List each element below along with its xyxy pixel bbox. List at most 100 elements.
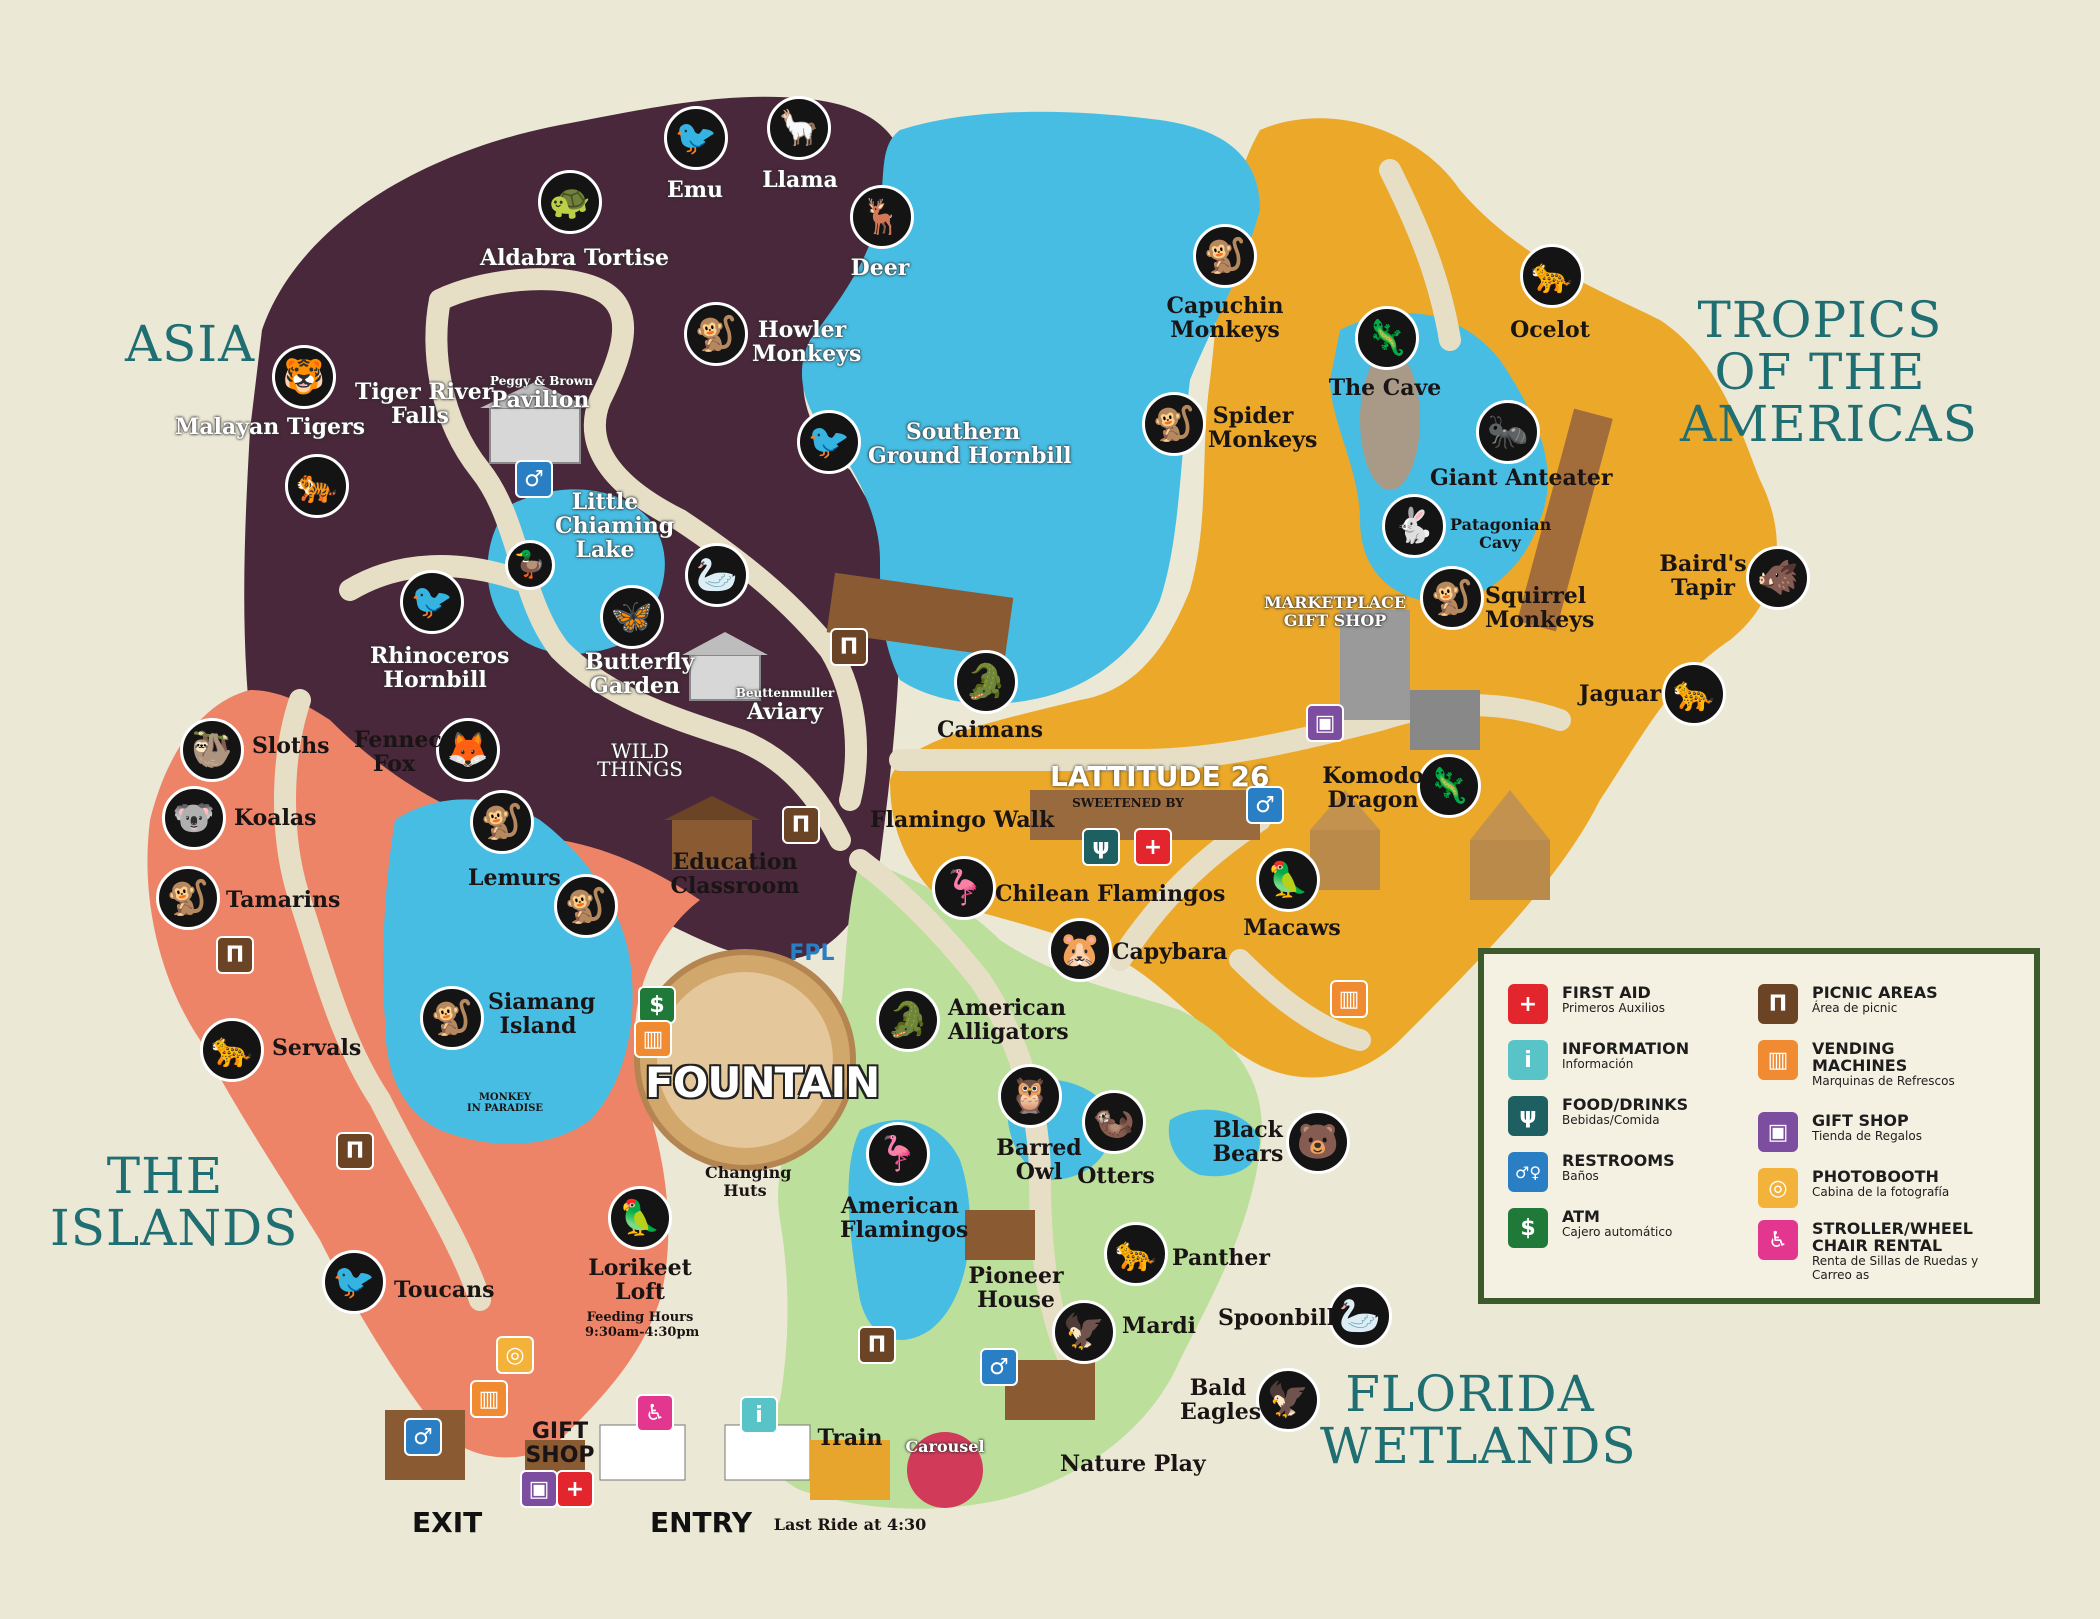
squirrel-monkey-icon[interactable]: 🐒 [1420, 566, 1484, 630]
picnic-icon[interactable]: Π [336, 1132, 374, 1170]
atm-icon[interactable]: $ [638, 986, 676, 1024]
label-emu: Emu [666, 177, 724, 203]
howler-monkey-icon[interactable]: 🐒 [684, 302, 748, 366]
owl-icon[interactable]: 🦉 [998, 1064, 1062, 1128]
first-aid-icon[interactable]: + [1134, 828, 1172, 866]
deer-icon[interactable]: 🦌 [850, 185, 914, 249]
llama-icon[interactable]: 🦙 [767, 96, 831, 160]
info-icon[interactable]: i [740, 1396, 778, 1434]
lemur-icon[interactable]: 🐒 [470, 790, 534, 854]
vending-icon: ▥ [1758, 1040, 1798, 1080]
american-flamingo-icon[interactable]: 🦩 [866, 1122, 930, 1186]
jaguar-icon[interactable]: 🐆 [1662, 662, 1726, 726]
food-icon[interactable]: ψ [1082, 828, 1120, 866]
eagle-icon[interactable]: 🦅 [1256, 1368, 1320, 1432]
label-toucans: Toucans [394, 1277, 495, 1303]
cave-lizard-icon[interactable]: 🦎 [1355, 306, 1419, 370]
label-aviary-sponsor: Beuttenmuller [735, 686, 835, 700]
sloth-icon[interactable]: 🦥 [180, 718, 244, 782]
stroller-icon[interactable]: ♿ [636, 1394, 674, 1432]
tapir-icon[interactable]: 🐗 [1746, 546, 1810, 610]
cavy-icon[interactable]: 🐇 [1382, 494, 1446, 558]
label-butterfly-line2: Garden [589, 673, 680, 699]
label-komodo-dragon: Komodo Dragon [1318, 764, 1428, 812]
first-aid-icon[interactable]: + [556, 1470, 594, 1508]
label-fennec-fox: Fennec Fox [354, 728, 442, 776]
label-barred-owl-line1: Barred [996, 1135, 1082, 1161]
picnic-icon[interactable]: Π [830, 628, 868, 666]
legend-sublabel: Primeros Auxilios [1562, 1001, 1665, 1015]
label-little-chiaming: Little Chiaming Lake [555, 490, 675, 562]
bear-icon[interactable]: 🐻 [1286, 1110, 1350, 1174]
label-capuchin: Capuchin Monkeys [1165, 294, 1285, 342]
label-pioneer-line2: House [977, 1287, 1055, 1313]
lemur-tail-icon[interactable]: 🐒 [554, 874, 618, 938]
label-carousel: Carousel [905, 1437, 985, 1456]
label-gift-shop: GIFT SHOP [525, 1420, 595, 1468]
label-marketplace-line1: MARKETPLACE [1263, 593, 1407, 612]
toucan-icon[interactable]: 🐦 [322, 1250, 386, 1314]
siamang-icon[interactable]: 🐒 [420, 986, 484, 1050]
restroom-icon[interactable]: ♂ [980, 1348, 1018, 1386]
komodo-icon[interactable]: 🦎 [1417, 754, 1481, 818]
restroom-icon[interactable]: ♂ [515, 460, 553, 498]
label-pavilion-sponsor: Peggy & Brown [490, 374, 593, 388]
label-chilean-flamingos: Chilean Flamingos [995, 881, 1226, 907]
rhino-hornbill-icon[interactable]: 🐦 [400, 570, 464, 634]
label-howler: Howler Monkeys [752, 318, 861, 366]
anteater-icon[interactable]: 🐜 [1476, 400, 1540, 464]
vending-icon[interactable]: ▥ [470, 1380, 508, 1418]
label-little-chiaming-line2: Chiaming [555, 513, 675, 539]
label-butterfly-garden: Butterfly Garden [585, 650, 694, 699]
label-squirrel-line2: Monkeys [1485, 607, 1595, 633]
label-bald-eagles-line2: Eagles [1180, 1399, 1262, 1425]
tamarin-icon[interactable]: 🐒 [156, 866, 220, 930]
ocelot-icon[interactable]: 🐆 [1520, 244, 1584, 308]
picnic-icon[interactable]: Π [216, 936, 254, 974]
label-lorikeet-hours-line1: Feeding Hours [586, 1310, 694, 1325]
tiger-icon[interactable]: 🐯 [272, 345, 336, 409]
panther-icon[interactable]: 🐆 [1104, 1222, 1168, 1286]
caiman-icon[interactable]: 🐊 [954, 650, 1018, 714]
swan-icon[interactable]: 🦢 [685, 543, 749, 607]
info-icon: i [1508, 1040, 1548, 1080]
label-spoonbill: Spoonbill [1218, 1305, 1336, 1331]
flamingo-icon[interactable]: 🦩 [932, 856, 996, 920]
spider-monkey-icon[interactable]: 🐒 [1142, 392, 1206, 456]
label-spider-line2: Monkeys [1208, 427, 1318, 453]
vending-icon[interactable]: ▥ [1330, 980, 1368, 1018]
duck-icon[interactable]: 🦆 [505, 540, 555, 590]
mardi-icon[interactable]: 🦅 [1052, 1300, 1116, 1364]
butterfly-icon[interactable]: 🦋 [600, 585, 664, 649]
spoonbill-icon[interactable]: 🦢 [1328, 1284, 1392, 1348]
label-servals: Servals [272, 1035, 362, 1061]
hornbill-bird-icon[interactable]: 🐦 [797, 410, 861, 474]
capuchin-icon[interactable]: 🐒 [1193, 224, 1257, 288]
label-capuchin-line2: Monkeys [1170, 317, 1280, 343]
restroom-icon[interactable]: ♂ [1246, 786, 1284, 824]
gift-shop-icon[interactable]: ▣ [520, 1470, 558, 1508]
legend-label: RESTROOMS [1562, 1151, 1675, 1170]
fennec-fox-icon[interactable]: 🦊 [436, 718, 500, 782]
picnic-icon[interactable]: Π [782, 806, 820, 844]
gift-shop-icon[interactable]: ▣ [1306, 704, 1344, 742]
region-title-islands-line2: ISLANDS [50, 1199, 299, 1257]
lorikeet-icon[interactable]: 🦜 [608, 1186, 672, 1250]
photobooth-icon[interactable]: ◎ [496, 1336, 534, 1374]
tiger-sitting-icon[interactable]: 🐅 [285, 454, 349, 518]
emu-icon[interactable]: 🐦 [664, 106, 728, 170]
otter-icon[interactable]: 🦦 [1082, 1090, 1146, 1154]
capybara-icon[interactable]: 🐹 [1048, 918, 1112, 982]
alligator-icon[interactable]: 🐊 [876, 988, 940, 1052]
vending-icon[interactable]: ▥ [634, 1020, 672, 1058]
label-capuchin-line1: Capuchin [1166, 293, 1284, 319]
region-title-tropics: TROPICS OF THE AMERICAS [1680, 294, 1977, 450]
koala-icon[interactable]: 🐨 [162, 786, 226, 850]
picnic-icon[interactable]: Π [858, 1326, 896, 1364]
serval-icon[interactable]: 🐆 [200, 1018, 264, 1082]
tortoise-icon[interactable]: 🐢 [538, 170, 602, 234]
legend-label: PICNIC AREAS [1812, 983, 1938, 1002]
restroom-icon[interactable]: ♂ [404, 1418, 442, 1456]
macaw-icon[interactable]: 🦜 [1256, 848, 1320, 912]
